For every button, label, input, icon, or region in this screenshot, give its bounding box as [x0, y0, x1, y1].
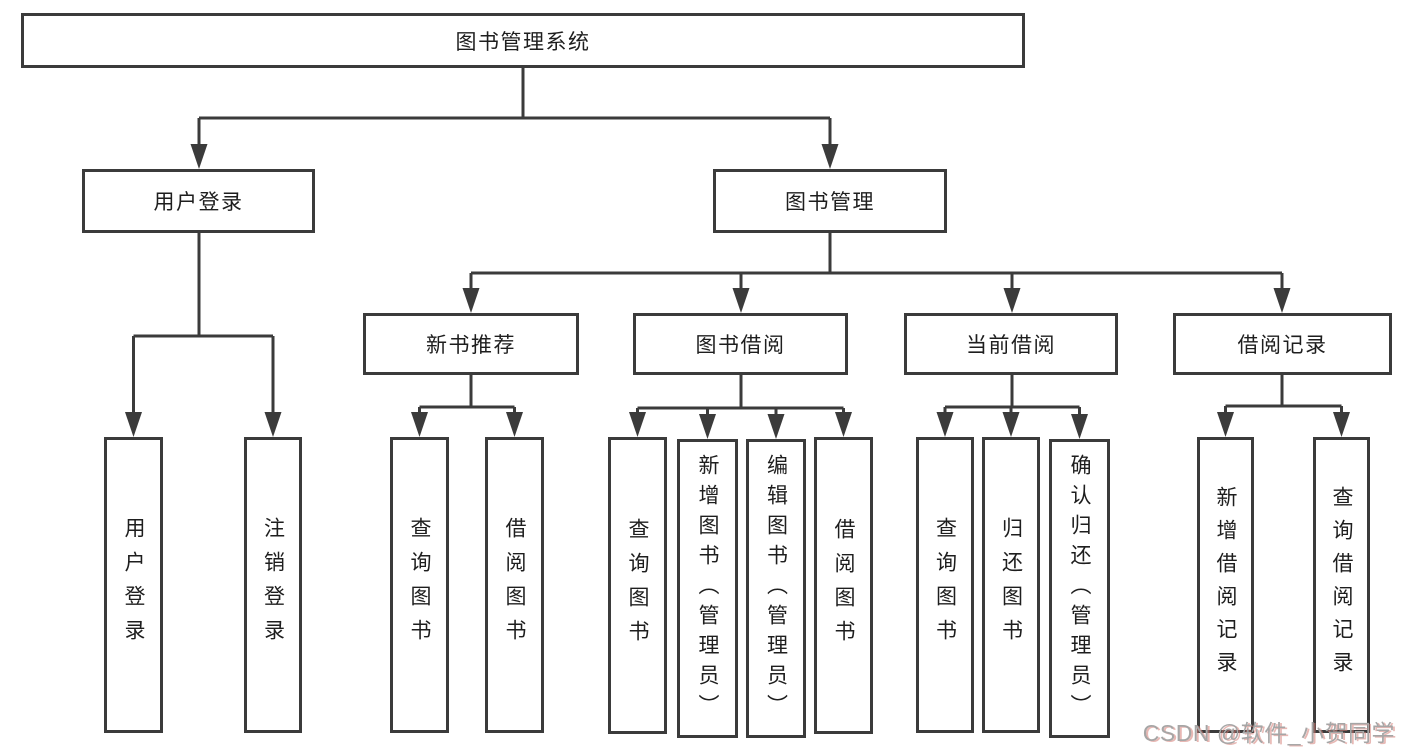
node-label: 编辑图书（管理员）: [764, 453, 788, 724]
node-label: 图书管理: [785, 191, 875, 214]
watermark: CSDN @软件_小贺同学: [1142, 720, 1395, 746]
arrowhead-icon: [264, 412, 282, 437]
node-book-borrow: 图书借阅: [633, 313, 848, 375]
node-label: 图书借阅: [695, 334, 786, 357]
node-label: 图书管理系统: [455, 30, 591, 54]
node-book-mgmt: 图书管理: [713, 169, 947, 233]
node-user-login: 用户登录: [82, 169, 315, 233]
node-label: 查询图书: [626, 517, 649, 654]
node-label: 新书推荐: [426, 334, 516, 357]
node-bb-borrow: 借阅图书: [814, 437, 873, 734]
arrowhead-icon: [699, 414, 716, 439]
node-label: 归还图书: [999, 517, 1023, 653]
node-nb-query: 查询图书: [390, 437, 449, 733]
arrowhead-icon: [125, 412, 142, 437]
node-label: 借阅记录: [1237, 334, 1328, 357]
node-label: 查询借阅记录: [1330, 486, 1353, 684]
connector-group-3: [418, 375, 516, 423]
node-bb-edit: 编辑图书（管理员）: [746, 439, 806, 738]
node-label: 借阅图书: [832, 517, 855, 654]
node-br-query: 查询借阅记录: [1313, 437, 1370, 733]
node-borrow-record: 借阅记录: [1173, 313, 1392, 375]
node-nb-borrow: 借阅图书: [485, 437, 544, 733]
arrowhead-icon: [1003, 288, 1021, 313]
arrowhead-icon: [1217, 412, 1234, 437]
node-current-borrow: 当前借阅: [904, 313, 1118, 375]
node-bb-query: 查询图书: [608, 437, 667, 734]
arrowhead-icon: [1333, 412, 1350, 437]
node-cb-query: 查询图书: [916, 437, 974, 733]
node-label: 确认归还（管理员）: [1068, 453, 1091, 724]
node-new-book-rec: 新书推荐: [363, 313, 579, 375]
node-bb-add: 新增图书（管理员）: [677, 439, 738, 738]
arrowhead-icon: [629, 412, 646, 437]
connector-group-0: [197, 68, 832, 155]
node-cb-return: 归还图书: [982, 437, 1040, 733]
node-br-add: 新增借阅记录: [1197, 437, 1254, 733]
arrowhead-icon: [462, 288, 480, 313]
arrowhead-icon: [767, 414, 785, 439]
node-label: 注销登录: [261, 517, 285, 653]
node-label: 用户登录: [153, 191, 244, 214]
node-label: 新增图书（管理员）: [696, 453, 719, 724]
arrowhead-icon: [732, 288, 750, 313]
connector-group-2: [469, 233, 1284, 299]
node-label: 查询图书: [933, 517, 957, 653]
connector-group-1: [132, 233, 275, 423]
node-logout: 注销登录: [244, 437, 302, 733]
node-login: 用户登录: [104, 437, 163, 733]
arrowhead-icon: [411, 412, 428, 437]
connector-group-6: [1224, 375, 1343, 423]
arrowhead-icon: [936, 412, 954, 437]
node-label: 借阅图书: [503, 517, 526, 653]
node-cb-confirm: 确认归还（管理员）: [1049, 439, 1110, 738]
arrowhead-icon: [506, 412, 523, 437]
node-label: 查询图书: [408, 517, 431, 653]
node-label: 新增借阅记录: [1214, 486, 1237, 684]
arrowhead-icon: [821, 144, 839, 169]
node-root: 图书管理系统: [21, 13, 1025, 68]
node-label: 用户登录: [122, 517, 145, 653]
node-label: 当前借阅: [966, 334, 1056, 357]
arrowhead-icon: [1273, 288, 1291, 313]
arrowhead-icon: [190, 144, 208, 169]
arrowhead-icon: [1002, 412, 1020, 437]
arrowhead-icon: [1071, 414, 1088, 439]
arrowhead-icon: [835, 412, 852, 437]
